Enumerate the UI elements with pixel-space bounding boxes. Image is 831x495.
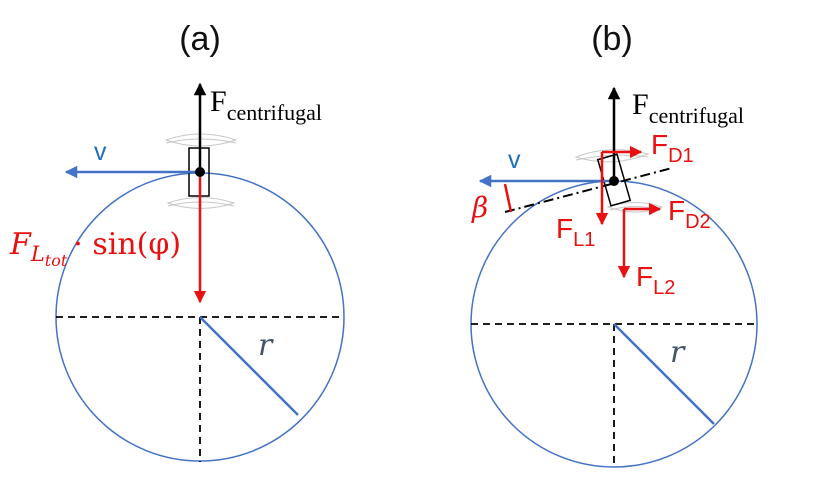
- panel-a-label: (a): [179, 20, 221, 58]
- radius-label: r: [258, 328, 274, 363]
- panel-a: (a) r Fcentrifugal v FLtot· sin(φ): [9, 20, 345, 462]
- hub-point: [195, 167, 205, 177]
- panel-b: (b) r Fcentrifugal v β FD1 FL1: [470, 20, 758, 468]
- centrifugal-force-label: Fcentrifugal: [210, 85, 322, 125]
- beta-angle-label: β: [471, 191, 488, 224]
- lift-force-2-label: FL2: [636, 261, 675, 299]
- lift-expression-label: FLtot· sin(φ): [9, 227, 181, 270]
- hub-point: [609, 176, 619, 186]
- beta-angle-arc: [503, 183, 513, 213]
- radius-line: [199, 316, 299, 416]
- blade-outline-icon: [164, 133, 238, 209]
- centrifugal-force-label: Fcentrifugal: [632, 88, 744, 128]
- velocity-label: v: [508, 146, 521, 174]
- chord-dashdot-line: [504, 167, 673, 213]
- velocity-label: v: [94, 138, 107, 166]
- drag-force-2-label: FD2: [668, 195, 711, 233]
- radius-line: [613, 323, 715, 425]
- lift-force-1-label: FL1: [556, 213, 595, 251]
- blade-element-box: [596, 153, 632, 207]
- radius-label: r: [670, 335, 686, 370]
- drag-force-1-label: FD1: [651, 129, 694, 167]
- panel-b-label: (b): [591, 20, 633, 58]
